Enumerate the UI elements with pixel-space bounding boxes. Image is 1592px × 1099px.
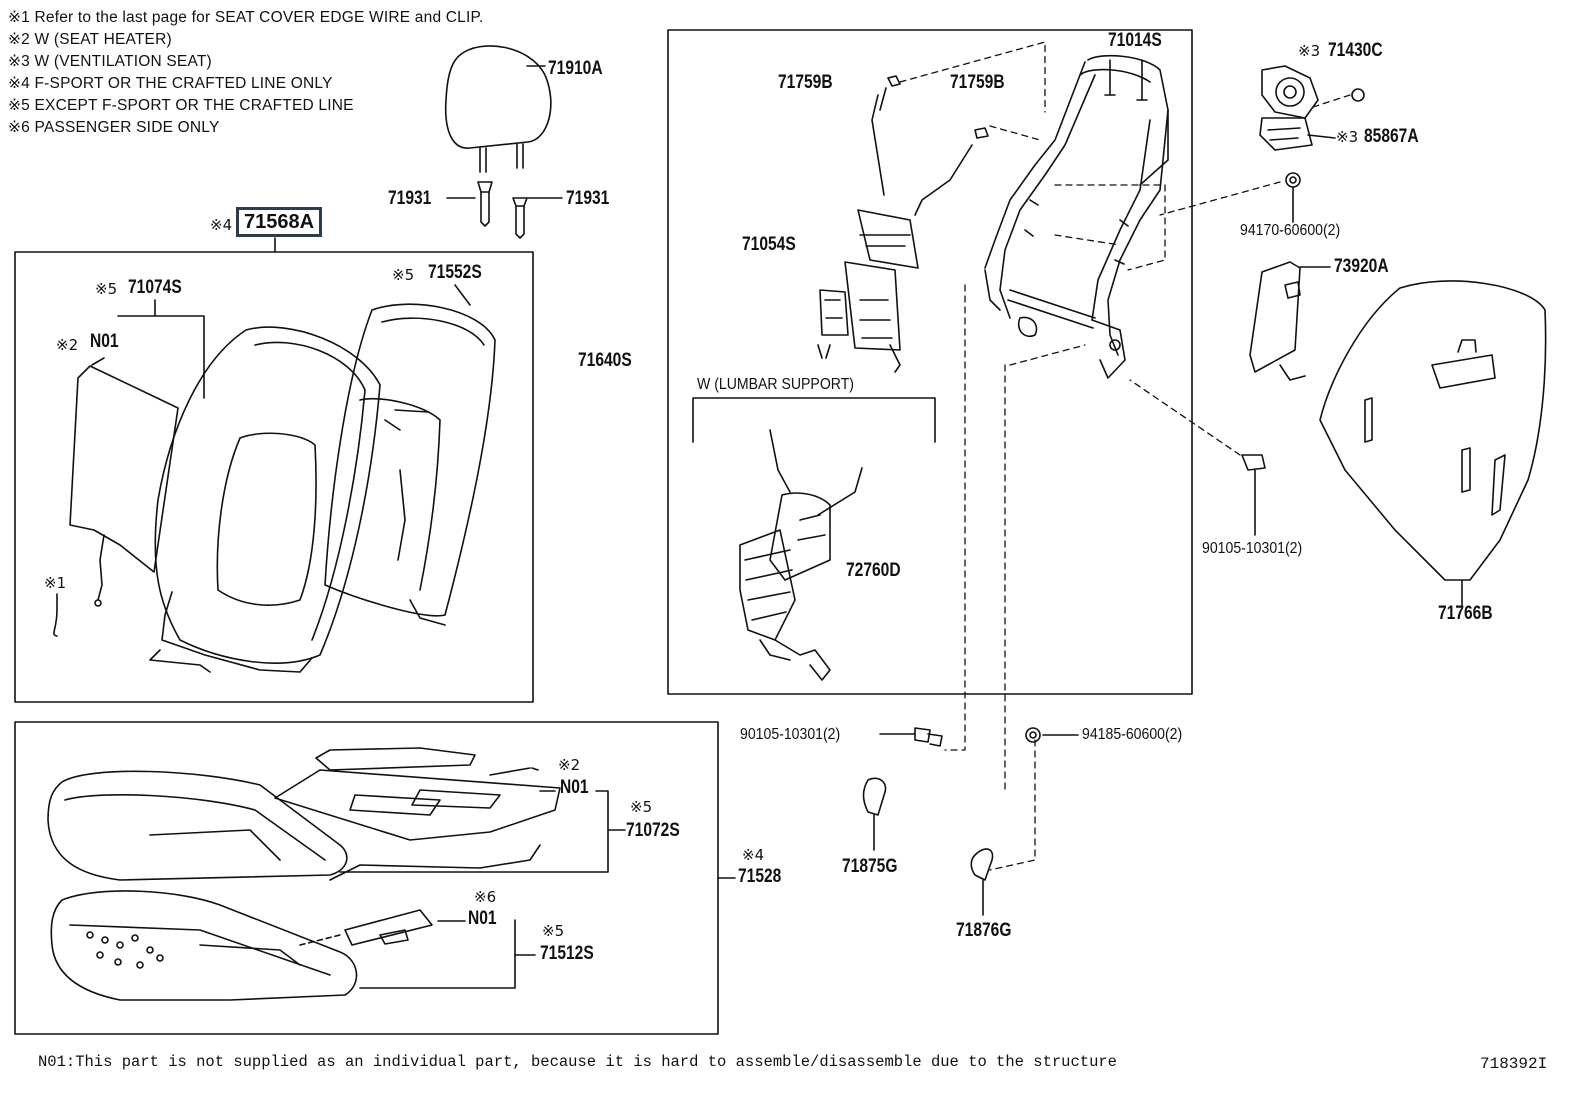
leaders-cushion xyxy=(339,790,736,989)
part-71054S[interactable]: 71054S xyxy=(742,234,796,255)
part-71640S[interactable]: 71640S xyxy=(578,350,632,371)
part-90105-10301-right[interactable]: 90105-10301(2) xyxy=(1202,540,1303,557)
part-71072S[interactable]: 71072S xyxy=(626,820,680,841)
part-71876G[interactable]: 71876G xyxy=(956,920,1012,941)
cover-71875G-drawing xyxy=(862,777,887,851)
highlighted-part-mark: ※4 xyxy=(210,216,233,234)
lumbar-support-bracket xyxy=(692,397,936,443)
mark-71512S: ※5 xyxy=(542,922,565,940)
note-6: ※6 PASSENGER SIDE ONLY xyxy=(8,119,220,136)
cover-71876G-drawing xyxy=(970,848,994,916)
part-71875G[interactable]: 71875G xyxy=(842,856,898,877)
part-71528[interactable]: 71528 xyxy=(738,866,782,887)
figure-id: 718392I xyxy=(1480,1055,1548,1073)
leader-71074S xyxy=(117,299,205,399)
seat-cushion-cover-drawing xyxy=(47,770,348,881)
mark-71552S: ※5 xyxy=(392,266,415,284)
part-71931-right[interactable]: 71931 xyxy=(566,188,610,209)
mark-N01-seat: ※2 xyxy=(558,756,581,774)
part-94170-60600[interactable]: 94170-60600(2) xyxy=(1240,222,1341,239)
note-2: ※2 W (SEAT HEATER) xyxy=(8,31,172,48)
seatback-frame-group-box xyxy=(667,29,1193,695)
lumbar-wire-clips-drawing xyxy=(871,75,989,216)
mark-note-1: ※1 xyxy=(44,574,67,592)
seat-cushion-pad-drawing xyxy=(50,890,433,1001)
part-N01-passenger[interactable]: N01 xyxy=(468,908,497,929)
bolt-90105-drawing xyxy=(1241,454,1266,536)
part-71552S[interactable]: 71552S xyxy=(428,262,482,283)
highlighted-part-label[interactable]: 71568A xyxy=(236,207,323,237)
mark-N01-back: ※2 xyxy=(56,336,79,354)
note-1: ※1 Refer to the last page for SEAT COVER… xyxy=(8,9,484,26)
seatback-board-drawing xyxy=(1319,280,1547,606)
control-module-drawing xyxy=(1249,261,1331,381)
nut-94185-drawing xyxy=(1025,727,1079,743)
part-N01-back[interactable]: N01 xyxy=(90,331,119,352)
lumbar-frame-drawing xyxy=(817,209,919,373)
part-71759B-left[interactable]: 71759B xyxy=(778,72,833,93)
nut-94170-drawing xyxy=(1285,172,1301,223)
mark-71430C: ※3 xyxy=(1298,42,1321,60)
seatback-cover-group-box xyxy=(14,251,534,703)
headrest-support-drawing xyxy=(446,181,563,239)
part-71014S[interactable]: 71014S xyxy=(1108,30,1162,51)
part-73920A[interactable]: 73920A xyxy=(1334,256,1389,277)
mark-71074S: ※5 xyxy=(95,280,118,298)
ventilation-fan-drawing xyxy=(1259,65,1365,151)
seatback-frame-drawing xyxy=(984,54,1169,379)
mark-N01-passenger: ※6 xyxy=(474,888,497,906)
seatback-heater-pad-drawing xyxy=(53,357,179,637)
part-71512S[interactable]: 71512S xyxy=(540,943,594,964)
part-71074S[interactable]: 71074S xyxy=(128,277,182,298)
mark-71528: ※4 xyxy=(742,846,765,864)
part-90105-10301-bottom[interactable]: 90105-10301(2) xyxy=(740,726,841,743)
note-3: ※3 W (VENTILATION SEAT) xyxy=(8,53,212,70)
part-N01-seat[interactable]: N01 xyxy=(560,777,589,798)
note-4: ※4 F-SPORT OR THE CRAFTED LINE ONLY xyxy=(8,75,333,92)
part-85867A[interactable]: 85867A xyxy=(1364,126,1419,147)
lumbar-support-drawing xyxy=(739,429,863,681)
seatback-pad-drawing xyxy=(324,284,496,626)
part-71931-left[interactable]: 71931 xyxy=(388,188,432,209)
part-94185-60600[interactable]: 94185-60600(2) xyxy=(1082,726,1183,743)
part-72760D[interactable]: 72760D xyxy=(846,560,901,581)
part-71759B-right[interactable]: 71759B xyxy=(950,72,1005,93)
part-71766B[interactable]: 71766B xyxy=(1438,603,1493,624)
note-5: ※5 EXCEPT F-SPORT OR THE CRAFTED LINE xyxy=(8,97,354,114)
dashed-leaders-frame xyxy=(899,41,1351,871)
headrest-drawing xyxy=(444,45,552,173)
seatback-cover-drawing xyxy=(149,326,381,673)
footer-note: N01:This part is not supplied as an indi… xyxy=(38,1053,1117,1071)
bolt-90105-bottom-drawing xyxy=(879,727,943,747)
part-71910A[interactable]: 71910A xyxy=(548,58,603,79)
lumbar-support-label: W (LUMBAR SUPPORT) xyxy=(697,376,854,393)
part-71430C[interactable]: 71430C xyxy=(1328,40,1383,61)
seat-heater-pad-drawing xyxy=(274,747,561,881)
mark-85867A: ※3 xyxy=(1336,128,1359,146)
mark-71072S: ※5 xyxy=(630,798,653,816)
